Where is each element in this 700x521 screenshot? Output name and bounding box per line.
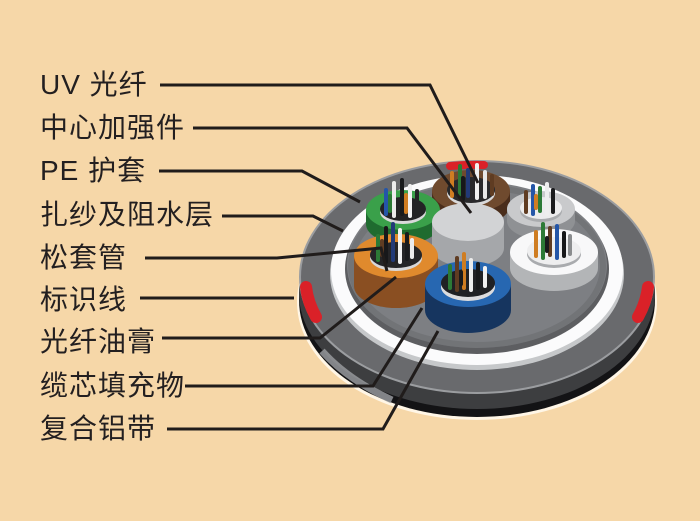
leader-line-core-filler [185,307,424,388]
label-marker-line: 标识线 [40,284,128,315]
leader-line-uv-fiber [160,83,480,184]
leader-line-pe-sheath [159,169,361,204]
fibers-blue-tube [448,252,487,292]
loose-tube-silver [507,182,575,239]
label-loose-tube: 松套管 [40,242,128,273]
label-pe-sheath: PE 护套 [40,155,147,186]
label-core-filler: 缆芯填充物 [40,370,186,401]
loose-tube-blue [425,252,511,333]
central-strength-member [432,203,504,267]
label-fiber-gel: 光纤油膏 [40,326,157,357]
label-yarn-water-blocking: 扎纱及阻水层 [40,199,215,230]
leader-lines [140,83,480,431]
label-aluminum-tape: 复合铝带 [40,413,157,444]
tube-blue-hole [441,269,495,297]
marker-lines [300,160,654,323]
label-uv-fiber: UV 光纤 [40,69,148,100]
leader-line-aluminum-tape [167,330,440,431]
fibers-green-tube [384,178,419,218]
fibers-brown-tube [450,163,494,201]
fibers-white-tube [534,222,572,260]
leader-line-fiber-gel [162,275,397,340]
side-wall-highlight [319,348,394,404]
marker-red-top [446,160,488,170]
leader-line-yarn-water-blocking [222,214,344,233]
strength-member-top [432,203,504,241]
fibers-orange-tube [376,222,414,264]
tube-white-hole [527,237,581,265]
loose-tube-white [510,222,598,291]
leader-line-central-strength-member [193,126,473,214]
leader-line-loose-tube [145,246,389,272]
marker-red-left [300,281,322,323]
label-central-strength-member: 中心加强件 [40,112,186,143]
marker-red-right [632,281,654,323]
loose-tube-green [366,178,440,244]
fibers-silver-tube [524,182,555,216]
